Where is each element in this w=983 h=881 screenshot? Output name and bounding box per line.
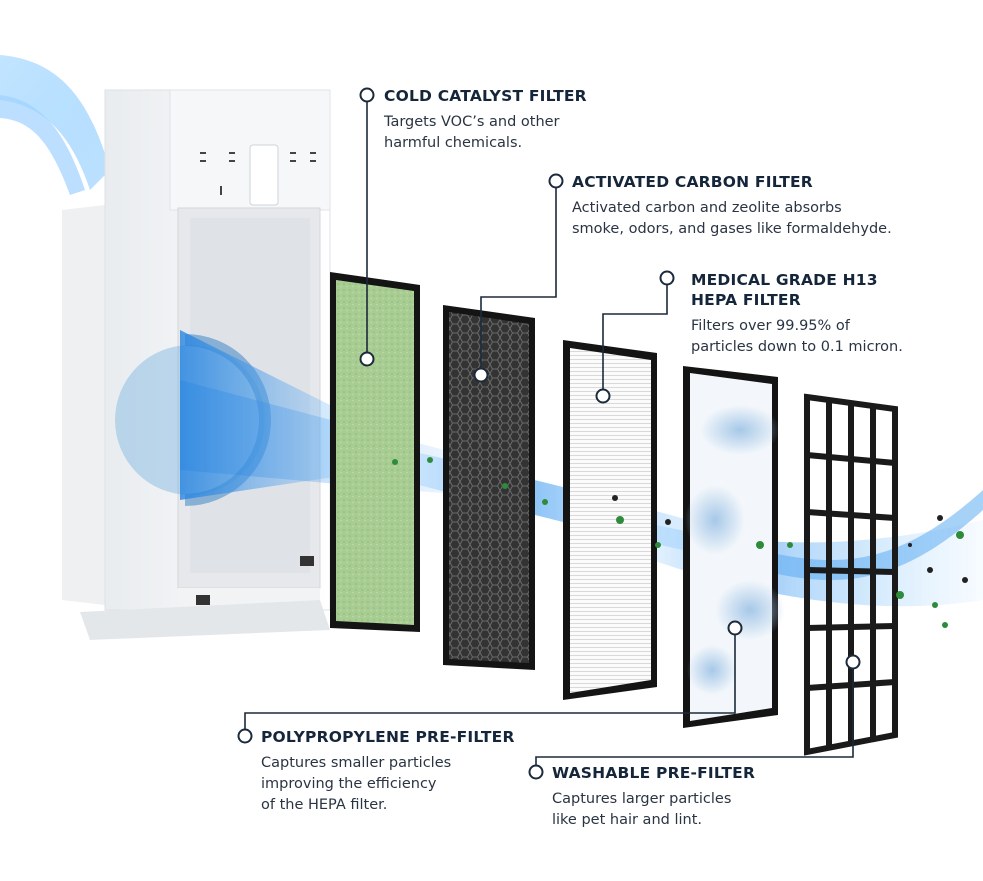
callout-node-cold-catalyst-filter <box>359 351 375 367</box>
callout-node-activated-carbon-filter <box>473 367 489 383</box>
callout-line-activated-carbon <box>480 188 557 368</box>
callout-node-polypropylene-filter <box>727 620 743 636</box>
callout-node-hepa-filter <box>595 388 611 404</box>
label-description: Targets VOC’s and other harmful chemical… <box>384 114 560 151</box>
callout-node-activated-carbon-top <box>548 173 564 189</box>
label-description: Activated carbon and zeolite absorbs smo… <box>572 200 892 237</box>
callout-node-washable-filter <box>845 654 861 670</box>
label-cold-catalyst: COLD CATALYST FILTER Targets VOC’s and o… <box>384 86 587 154</box>
label-description: Captures smaller particles improving the… <box>261 755 452 813</box>
callout-line-polypropylene <box>244 634 736 729</box>
label-description: Filters over 99.95% of particles down to… <box>691 318 903 355</box>
label-title: WASHABLE PRE-FILTER <box>552 764 756 782</box>
label-description: Captures larger particles like pet hair … <box>552 791 732 828</box>
cold-catalyst-filter-panel <box>330 272 420 632</box>
label-title: COLD CATALYST FILTER <box>384 87 587 105</box>
label-title: MEDICAL GRADE H13 HEPA FILTER <box>691 271 878 309</box>
callout-node-polypropylene-label <box>237 728 253 744</box>
particles <box>392 457 968 628</box>
label-title: ACTIVATED CARBON FILTER <box>572 173 813 191</box>
label-hepa: MEDICAL GRADE H13 HEPA FILTER Filters ov… <box>691 270 903 358</box>
activated-carbon-filter-panel <box>443 305 535 670</box>
washable-filter-panel <box>804 393 898 756</box>
callout-node-hepa-top <box>659 270 675 286</box>
label-title: POLYPROPYLENE PRE-FILTER <box>261 728 515 746</box>
label-activated-carbon: ACTIVATED CARBON FILTER Activated carbon… <box>572 172 892 240</box>
label-washable: WASHABLE PRE-FILTER Captures larger part… <box>552 763 755 831</box>
outflow-airstream <box>0 55 110 190</box>
label-polypropylene: POLYPROPYLENE PRE-FILTER Captures smalle… <box>261 727 515 816</box>
callout-line-washable <box>535 668 854 766</box>
hepa-filter-panel <box>563 340 657 700</box>
callout-line-hepa <box>602 284 668 390</box>
callout-node-cold-catalyst-top <box>359 87 375 103</box>
callout-node-washable-label <box>528 764 544 780</box>
polypropylene-filter-panel <box>683 366 785 728</box>
